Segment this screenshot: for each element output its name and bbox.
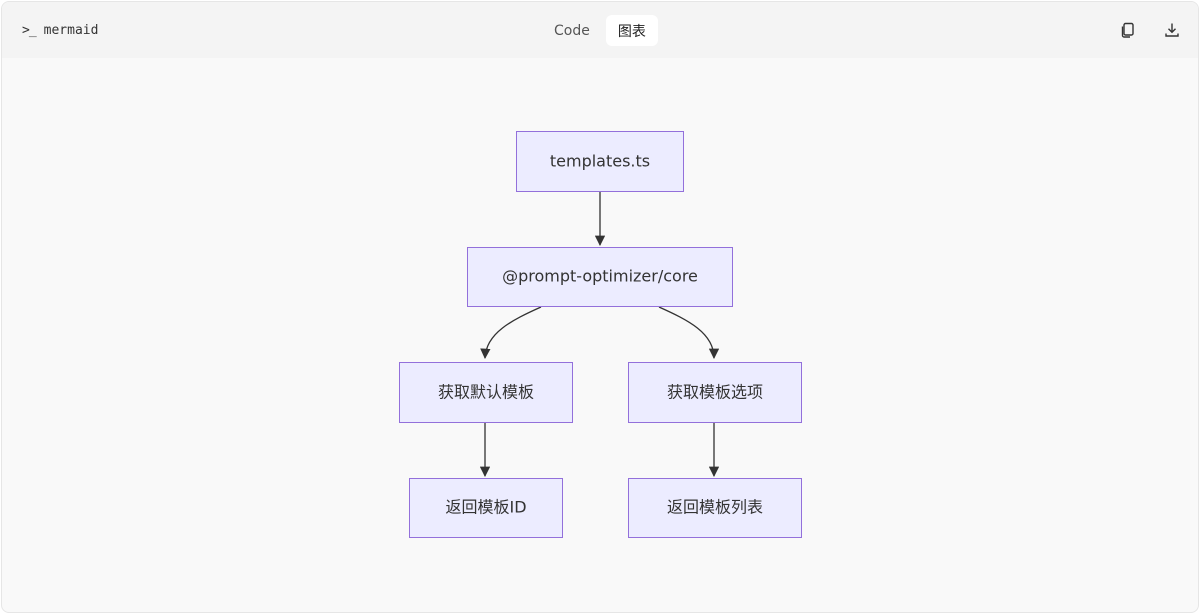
language-indicator: >_ mermaid — [22, 21, 98, 39]
node-get-template-options: 获取模板选项 — [628, 362, 802, 423]
code-block-toolbar: >_ mermaid Code 图表 — [2, 2, 1198, 58]
download-button[interactable] — [1160, 18, 1184, 42]
edge-core-to-get-default — [480, 306, 542, 360]
node-label-prompt-optimizer-core: @prompt-optimizer/core — [502, 267, 698, 286]
toolbar-actions — [1116, 18, 1184, 42]
node-return-template-id: 返回模板ID — [409, 478, 563, 538]
download-icon — [1165, 23, 1179, 37]
node-label-get-default-template: 获取默认模板 — [438, 383, 534, 402]
edge-core-to-get-options — [658, 306, 720, 360]
tab-diagram[interactable]: 图表 — [605, 15, 658, 46]
copy-button[interactable] — [1116, 18, 1140, 42]
node-templates-ts: templates.ts — [516, 131, 684, 192]
node-get-default-template: 获取默认模板 — [399, 362, 573, 423]
copy-icon — [1121, 22, 1134, 38]
node-label-get-template-options: 获取模板选项 — [667, 383, 763, 402]
node-prompt-optimizer-core: @prompt-optimizer/core — [467, 247, 733, 307]
language-label: mermaid — [43, 22, 99, 38]
node-return-template-list: 返回模板列表 — [628, 478, 802, 538]
node-label-templates-ts: templates.ts — [550, 152, 650, 171]
tab-code[interactable]: Code — [554, 22, 590, 39]
node-label-return-template-list: 返回模板列表 — [667, 498, 763, 517]
node-label-return-template-id: 返回模板ID — [445, 498, 526, 517]
terminal-prompt-icon: >_ — [22, 22, 37, 38]
flowchart-canvas: templates.ts @prompt-optimizer/core 获取默认… — [399, 131, 802, 538]
view-tabs: Code 图表 — [542, 15, 658, 46]
